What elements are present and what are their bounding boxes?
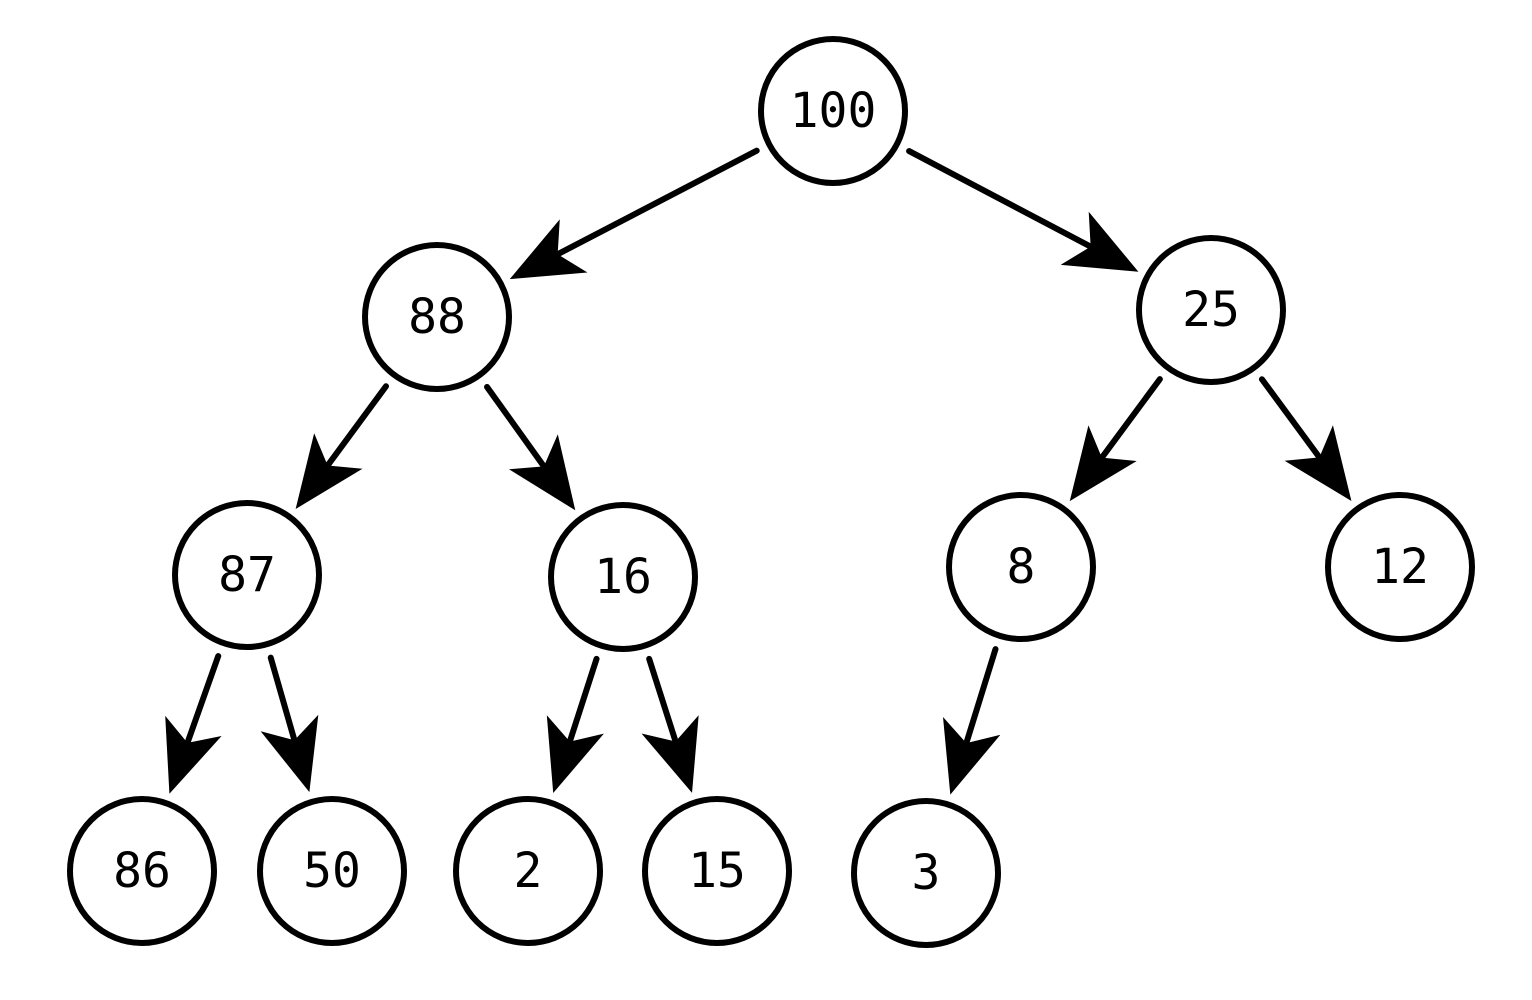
edge-arrow-16-to-2 [546,655,604,793]
tree-node-2: 2 [453,796,603,946]
node-label: 8 [1007,539,1036,595]
node-circle [851,798,1001,948]
node-label: 86 [113,843,171,899]
node-label: 16 [594,549,652,605]
node-circle [642,796,792,946]
edge-arrow-88-to-87 [295,383,390,509]
node-circle [1136,235,1286,385]
node-label: 50 [303,843,361,899]
node-circle [1325,492,1475,642]
tree-node-50: 50 [257,796,407,946]
tree-node-87: 87 [172,500,322,650]
tree-node-8: 8 [946,492,1096,642]
tree-node-25: 25 [1136,235,1286,385]
node-circle [172,500,322,650]
node-circle [67,796,217,946]
node-label: 2 [514,843,543,899]
tree-node-86: 86 [67,796,217,946]
node-label: 88 [408,289,466,345]
tree-node-88: 88 [362,242,512,392]
tree-node-15: 15 [642,796,792,946]
node-circle [946,492,1096,642]
nodes-layer: 100 88 25 87 16 8 12 86 50 2 15 3 [67,36,1475,948]
tree-node-3: 3 [851,798,1001,948]
node-label: 87 [218,547,276,603]
edge-arrow-87-to-86 [165,653,222,794]
edge-arrow-16-to-15 [641,655,699,793]
node-label: 15 [688,843,746,899]
edge-arrow-100-to-25 [906,148,1139,272]
edge-arrow-25-to-12 [1258,376,1352,501]
node-circle [362,242,512,392]
edge-arrow-100-to-88 [509,147,760,280]
tree-node-100: 100 [758,36,908,186]
edge-arrow-87-to-50 [260,654,319,793]
node-circle [548,502,698,652]
node-label: 100 [790,83,877,139]
node-label: 25 [1182,282,1240,338]
node-label: 12 [1371,539,1429,595]
node-circle [758,36,908,186]
tree-node-16: 16 [548,502,698,652]
edge-arrow-8-to-3 [943,646,1001,795]
node-label: 3 [912,845,941,901]
edge-arrow-25-to-8 [1069,376,1163,502]
node-circle [257,796,407,946]
tree-node-12: 12 [1325,492,1475,642]
node-circle [453,796,603,946]
edges-layer [165,147,1352,795]
edge-arrow-88-to-16 [484,383,576,511]
